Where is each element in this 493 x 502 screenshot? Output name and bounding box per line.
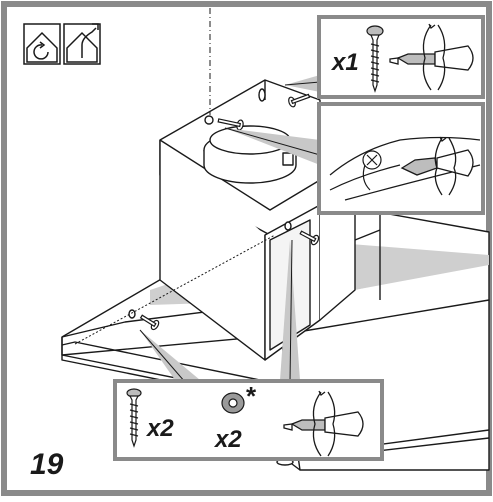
washer-quantity: x2 [213, 426, 242, 453]
callout-top-quantity: x1 [330, 49, 359, 76]
screwdriver-icon [389, 23, 474, 91]
screw-icon [366, 25, 384, 93]
screw-illustrations [139, 93, 320, 331]
callout-top: x1 [284, 15, 485, 99]
screw-icon [126, 388, 142, 448]
extraction-mode-icon [63, 23, 101, 65]
washer-icon [221, 392, 245, 414]
detail-screwdriver-icon [400, 136, 474, 196]
step-number: 19 [30, 448, 64, 481]
callout-bottom: x2 * x2 [113, 239, 384, 461]
callout-detail [224, 102, 485, 215]
screw-quantity: x2 [145, 415, 174, 442]
dotted-edge-line [74, 234, 276, 345]
washer-asterisk: * [246, 381, 257, 411]
screwdriver-icon [283, 390, 364, 457]
recirculation-mode-icon [23, 23, 61, 65]
